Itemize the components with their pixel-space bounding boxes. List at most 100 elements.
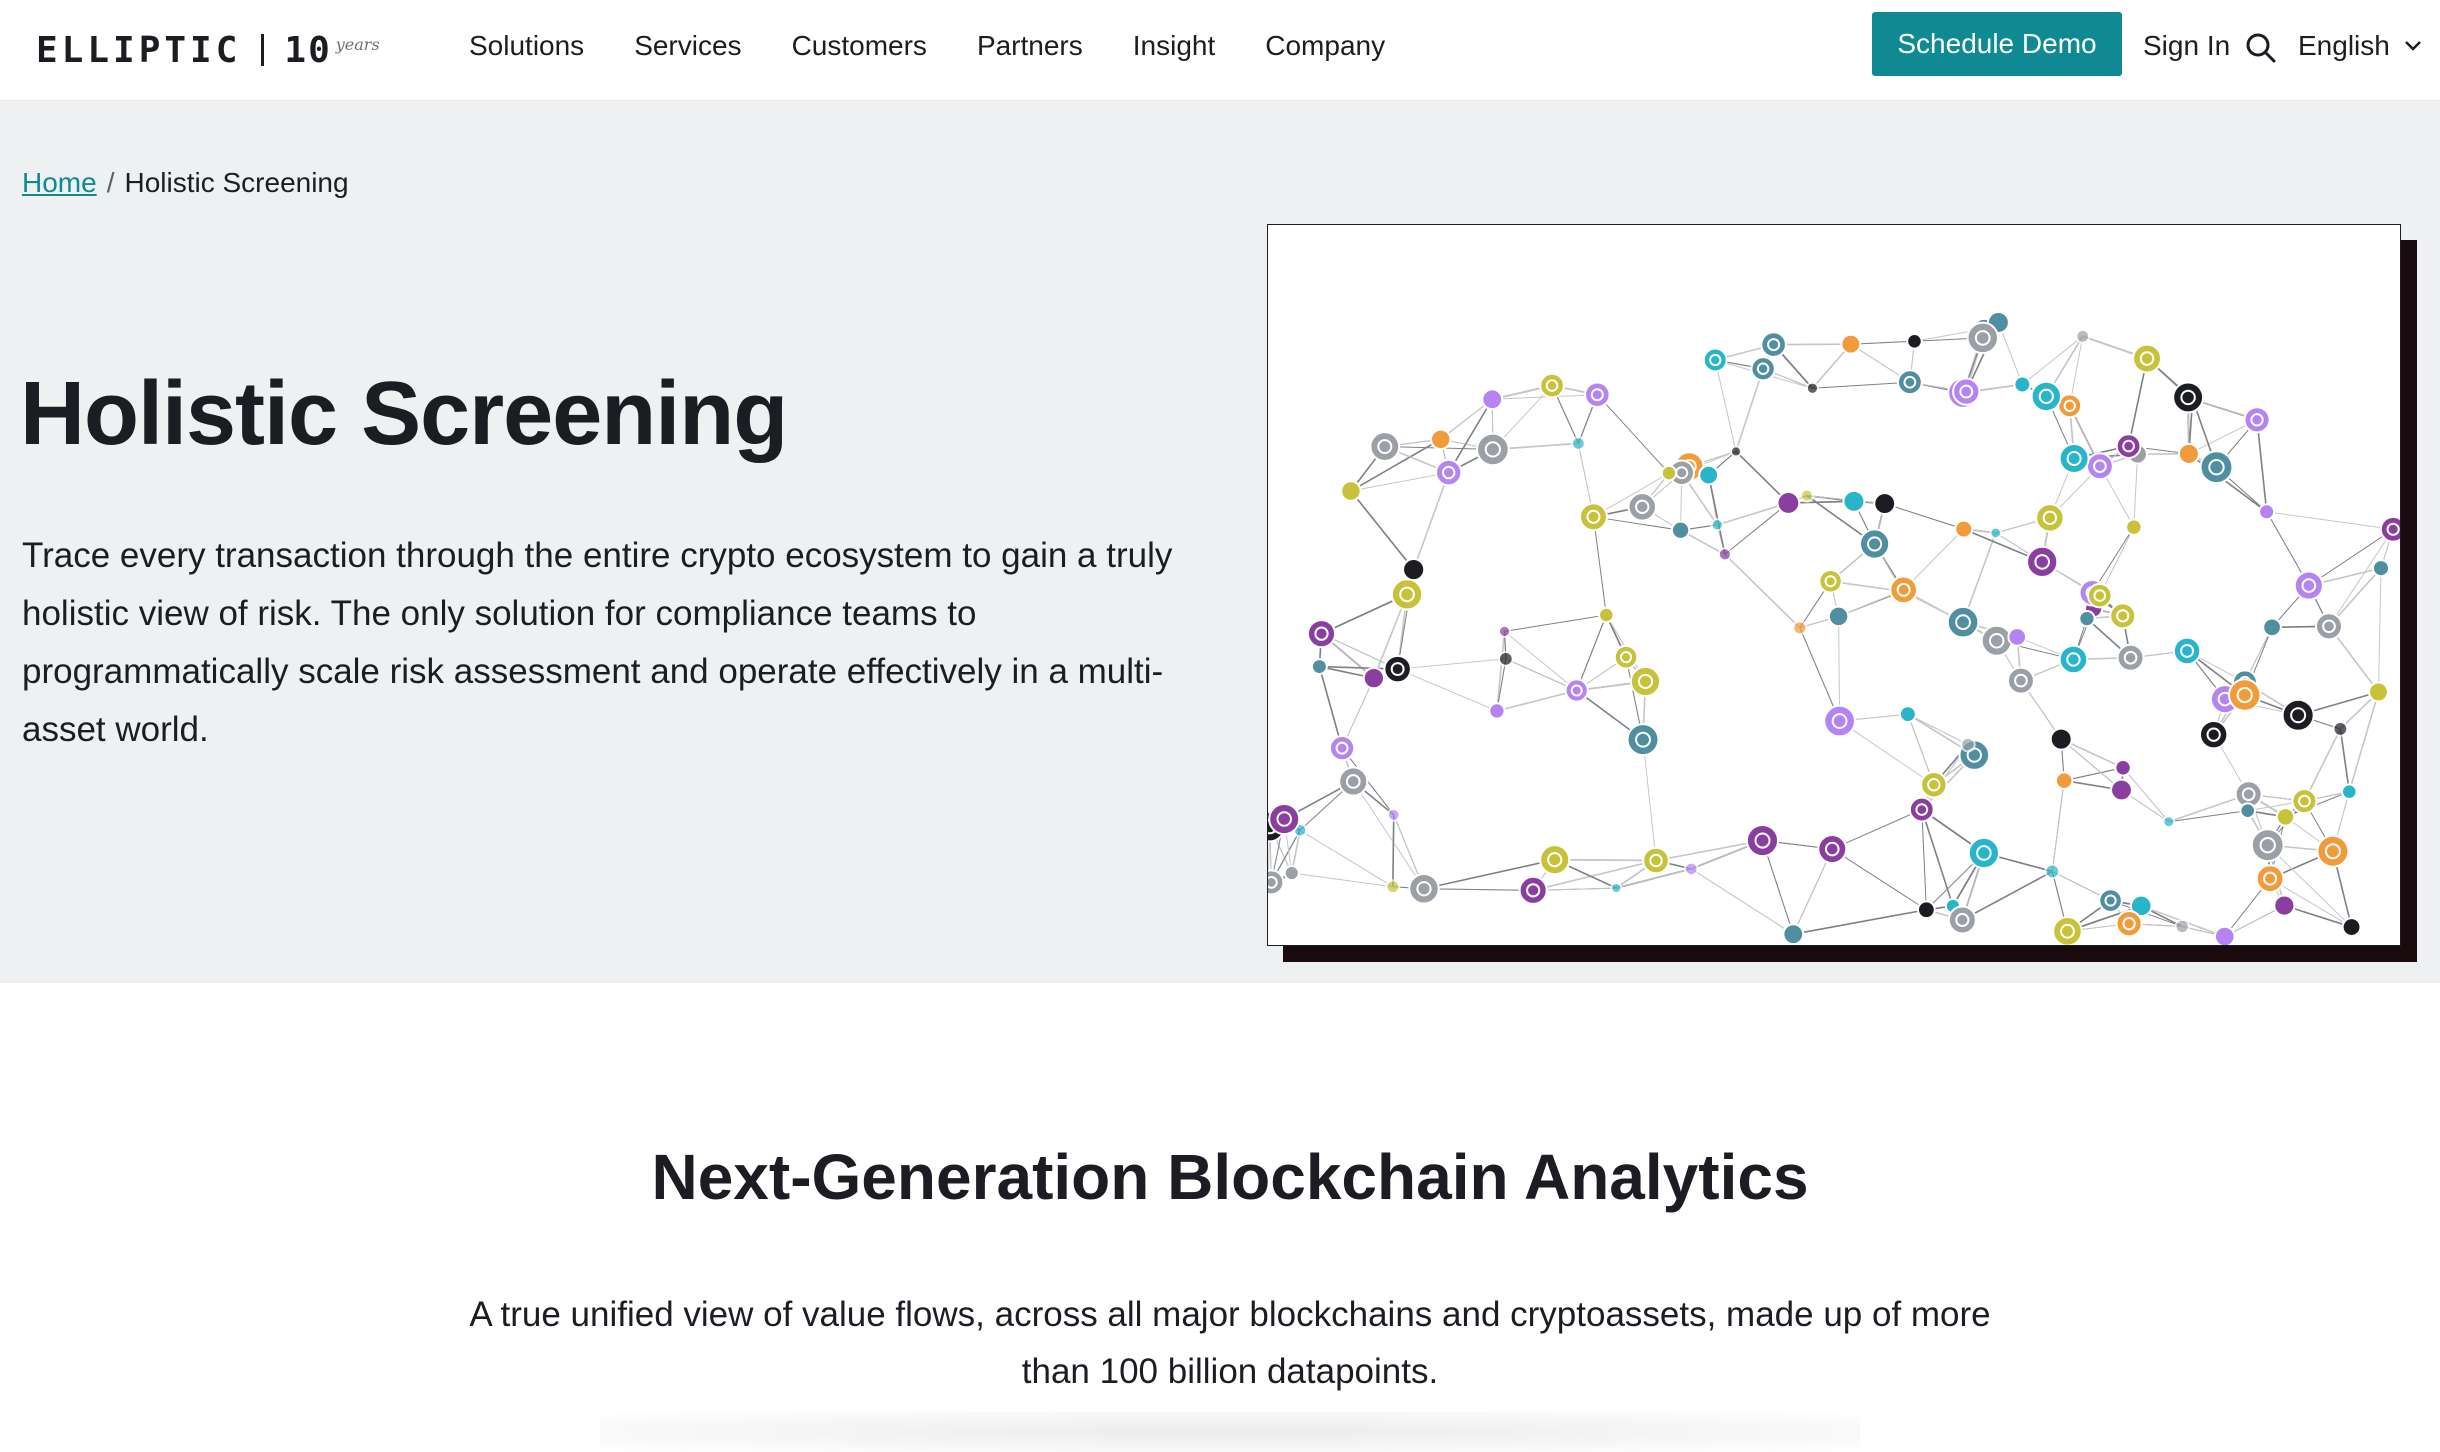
- network-link: [1414, 473, 1449, 570]
- crypto-node-icon: [1699, 466, 1718, 485]
- crypto-node-icon: [2174, 638, 2201, 665]
- crypto-node-icon: [1890, 577, 1917, 604]
- crypto-node-icon: [2244, 407, 2269, 432]
- crypto-node-icon: [1643, 848, 1669, 874]
- network-link: [2378, 568, 2380, 692]
- nav-partners[interactable]: Partners: [977, 26, 1083, 66]
- crypto-node-icon: [1627, 724, 1658, 755]
- crypto-node-icon: [1818, 835, 1846, 863]
- nav-company[interactable]: Company: [1265, 26, 1385, 66]
- breadcrumb-home-link[interactable]: Home: [22, 163, 97, 203]
- network-link: [1300, 830, 1393, 886]
- network-link: [1505, 631, 1577, 690]
- crypto-node-icon: [1339, 767, 1367, 795]
- crypto-node-icon: [1982, 626, 2012, 656]
- crypto-node-icon: [2163, 816, 2174, 827]
- crypto-node-icon: [2316, 613, 2342, 639]
- page-title: Holistic Screening: [20, 363, 787, 466]
- crypto-node-icon: [1312, 659, 1327, 674]
- crypto-node-icon: [1793, 621, 1806, 634]
- crypto-node-icon: [1704, 349, 1727, 372]
- crypto-node-icon: [1392, 579, 1422, 609]
- logo-anniversary-number: 10: [284, 30, 331, 71]
- crypto-node-icon: [2056, 772, 2073, 789]
- network-link: [1725, 554, 1800, 627]
- crypto-node-icon: [2373, 560, 2389, 576]
- network-link: [2052, 781, 2064, 872]
- crypto-node-icon: [2032, 382, 2061, 411]
- hero-section: Home / Holistic Screening Holistic Scree…: [0, 101, 2440, 983]
- logo-divider: [261, 34, 264, 66]
- crypto-node-icon: [1719, 548, 1731, 560]
- crypto-node-icon: [2215, 927, 2235, 945]
- crypto-node-icon: [1712, 519, 1723, 530]
- network-link: [1424, 889, 1533, 891]
- crypto-node-icon: [2283, 700, 2314, 731]
- crypto-node-icon: [2088, 584, 2112, 608]
- network-link: [1292, 873, 1393, 887]
- elliptic-logo[interactable]: ELLIPTIC 10 years: [36, 28, 380, 72]
- crypto-node-icon: [2342, 784, 2357, 799]
- crypto-node-icon: [1384, 656, 1410, 682]
- crypto-node-icon: [1807, 383, 1818, 394]
- crypto-node-icon: [1751, 357, 1774, 380]
- breadcrumb-separator: /: [107, 163, 115, 203]
- crypto-node-icon: [2060, 646, 2088, 674]
- network-link: [1577, 615, 1607, 690]
- crypto-node-icon: [2173, 382, 2203, 412]
- crypto-node-icon: [2343, 918, 2361, 936]
- crypto-node-icon: [2036, 504, 2063, 531]
- hero-image-frame: [1267, 224, 2401, 946]
- nav-customers[interactable]: Customers: [792, 26, 927, 66]
- schedule-demo-button[interactable]: Schedule Demo: [1872, 12, 2122, 76]
- crypto-node-icon: [1631, 667, 1660, 696]
- network-link: [1398, 669, 1497, 711]
- crypto-node-icon: [1949, 906, 1976, 933]
- crypto-node-icon: [2201, 451, 2233, 483]
- crypto-node-icon: [1308, 620, 1335, 647]
- main-nav: Solutions Services Customers Partners In…: [469, 26, 1435, 66]
- crypto-node-icon: [1841, 335, 1860, 354]
- crypto-node-icon: [1431, 430, 1450, 449]
- chevron-down-icon: [2404, 40, 2422, 52]
- crypto-node-icon: [1540, 845, 1569, 874]
- language-label: English: [2298, 26, 2390, 66]
- crypto-node-icon: [2110, 603, 2135, 628]
- crypto-node-icon: [1801, 490, 1813, 502]
- crypto-node-icon: [2179, 444, 2199, 464]
- network-link: [1497, 691, 1577, 711]
- language-selector[interactable]: English: [2298, 26, 2422, 66]
- crypto-node-icon: [1685, 863, 1698, 876]
- crypto-node-icon: [1910, 798, 1934, 822]
- section-description: A true unified view of value flows, acro…: [445, 1286, 2015, 1400]
- crypto-node-icon: [1268, 870, 1283, 894]
- crypto-node-icon: [1403, 559, 1424, 580]
- hero-description: Trace every transaction through the enti…: [22, 527, 1222, 759]
- crypto-node-icon: [2274, 895, 2294, 915]
- sign-in-link[interactable]: Sign In: [2143, 26, 2230, 66]
- crypto-node-icon: [1907, 334, 1922, 349]
- crypto-node-icon: [2176, 920, 2189, 933]
- crypto-node-icon: [2317, 836, 2348, 867]
- nav-services[interactable]: Services: [634, 26, 741, 66]
- nav-insight[interactable]: Insight: [1133, 26, 1216, 66]
- crypto-node-icon: [2014, 376, 2030, 392]
- network-link: [1715, 360, 1736, 451]
- crypto-node-icon: [2381, 517, 2400, 542]
- search-icon[interactable]: [2245, 32, 2277, 64]
- crypto-node-icon: [2087, 453, 2113, 479]
- network-link: [1922, 810, 1927, 910]
- nav-solutions[interactable]: Solutions: [469, 26, 584, 66]
- breadcrumb-current: Holistic Screening: [124, 163, 348, 203]
- network-link: [1922, 810, 1953, 906]
- crypto-node-icon: [1285, 866, 1299, 880]
- crypto-node-icon: [1731, 446, 1741, 456]
- network-link: [1691, 869, 1793, 934]
- crypto-node-icon: [2115, 760, 2130, 775]
- crypto-node-icon: [2369, 683, 2388, 702]
- network-link: [1840, 721, 1934, 785]
- crypto-node-icon: [1615, 646, 1638, 669]
- crypto-node-icon: [2263, 618, 2281, 636]
- crypto-node-icon: [1499, 626, 1510, 637]
- crypto-node-icon: [1364, 668, 1384, 688]
